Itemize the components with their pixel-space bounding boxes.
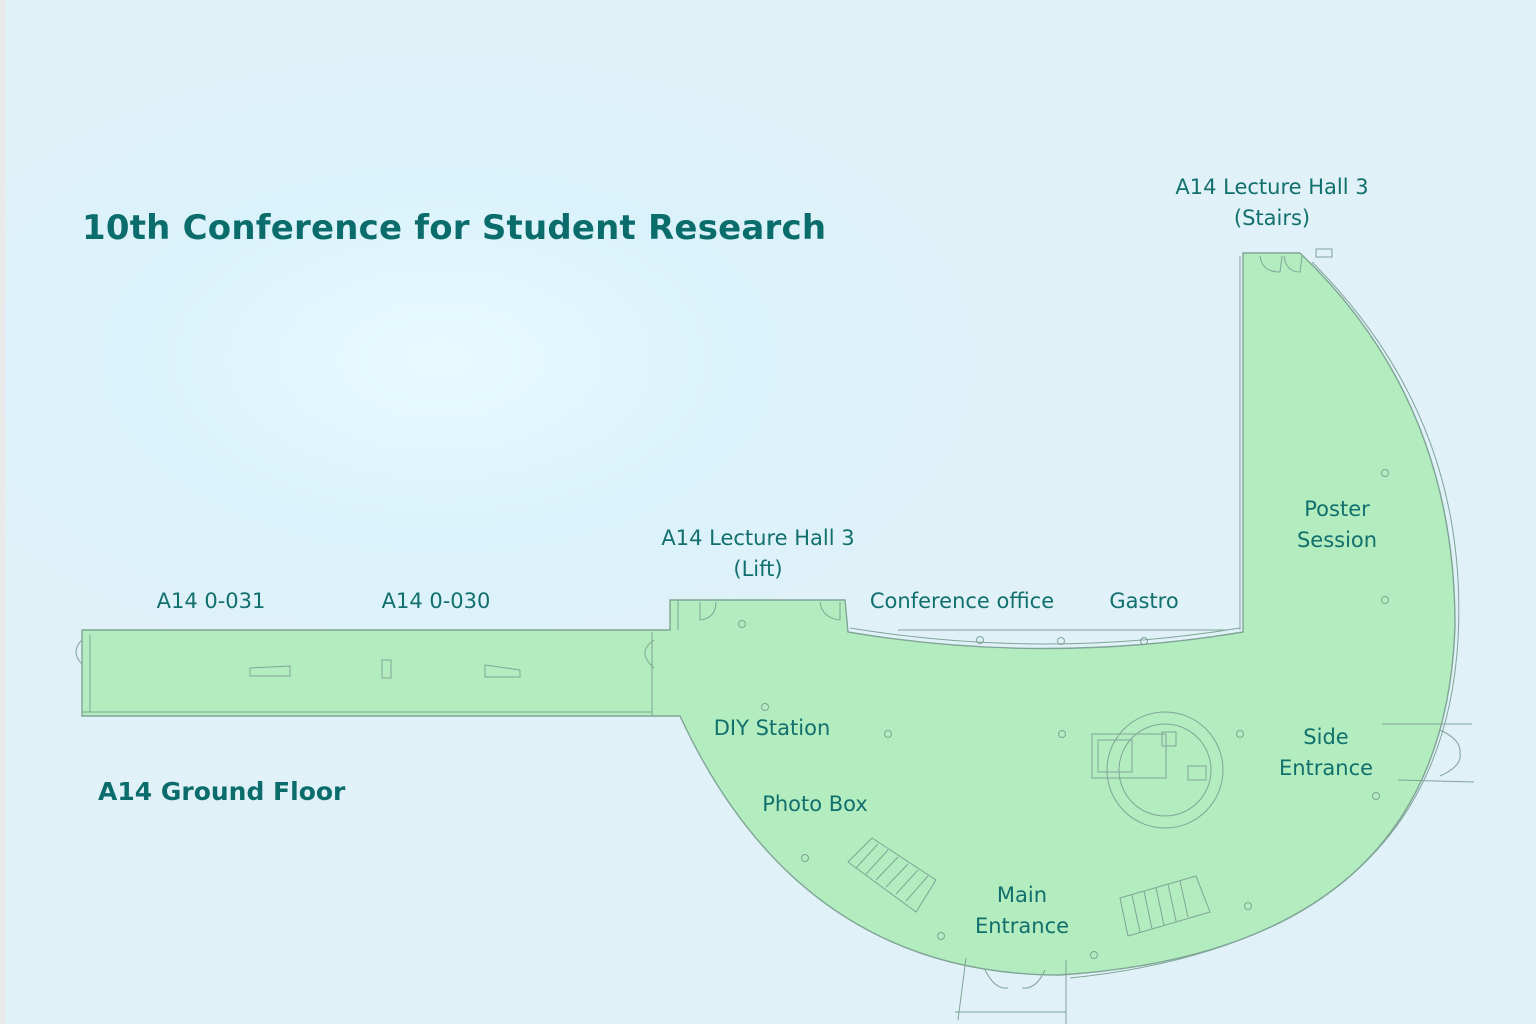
page-title: 10th Conference for Student Research — [82, 208, 827, 248]
room-label-lecture-hall-lift: A14 Lecture Hall 3 (Lift) — [661, 523, 854, 585]
label-line: Poster — [1304, 497, 1370, 521]
door-arc — [644, 639, 655, 669]
label-line: A14 Lecture Hall 3 — [1175, 175, 1369, 199]
floor-label: A14 Ground Floor — [98, 777, 346, 806]
fixture — [249, 665, 291, 677]
door-arc — [1021, 969, 1046, 989]
room-label-photo-box: Photo Box — [762, 792, 868, 816]
room-label-diy-station: DIY Station — [713, 716, 831, 740]
fixture — [1315, 248, 1333, 258]
room-label-conference-office: Conference office — [869, 589, 1055, 613]
room-label-side-entrance: Side Entrance — [1279, 722, 1373, 784]
label-line: Session — [1296, 528, 1378, 552]
door-arc — [1259, 255, 1283, 273]
room-label-a14-0-030: A14 0-030 — [381, 589, 491, 613]
room-label-main-entrance: Main Entrance — [975, 880, 1069, 942]
floor-area — [81, 252, 1456, 976]
door-arc — [957, 957, 967, 1021]
label-line: Entrance — [1278, 756, 1374, 780]
door-arc — [75, 639, 83, 665]
door-arc — [984, 969, 1009, 989]
label-line: Main — [996, 883, 1048, 907]
office-wall — [849, 627, 1241, 645]
staircase — [847, 837, 937, 913]
staircase — [1119, 875, 1211, 937]
label-line: A14 Lecture Hall 3 — [661, 526, 855, 550]
label-line: (Lift) — [733, 557, 783, 581]
door-arc — [699, 601, 717, 621]
outer-wall — [1069, 261, 1460, 979]
room-label-lecture-hall-stairs: A14 Lecture Hall 3 (Stairs) — [1175, 172, 1368, 234]
door-arc — [1283, 255, 1303, 273]
door-arc — [1439, 729, 1461, 755]
room-label-gastro: Gastro — [1109, 589, 1179, 613]
label-line: Side — [1303, 725, 1349, 749]
wall — [1397, 779, 1475, 783]
fixture — [484, 664, 521, 678]
fixture — [381, 659, 392, 679]
label-line: Entrance — [974, 914, 1070, 938]
room-label-a14-0-031: A14 0-031 — [156, 589, 266, 613]
door-arc — [1439, 753, 1461, 777]
pillar — [738, 469, 1389, 959]
room-label-poster-session: Poster Session — [1297, 494, 1377, 556]
label-line: (Stairs) — [1233, 206, 1311, 230]
page-edge — [0, 0, 5, 1024]
door-arc — [819, 601, 841, 621]
central-core — [1091, 711, 1224, 829]
